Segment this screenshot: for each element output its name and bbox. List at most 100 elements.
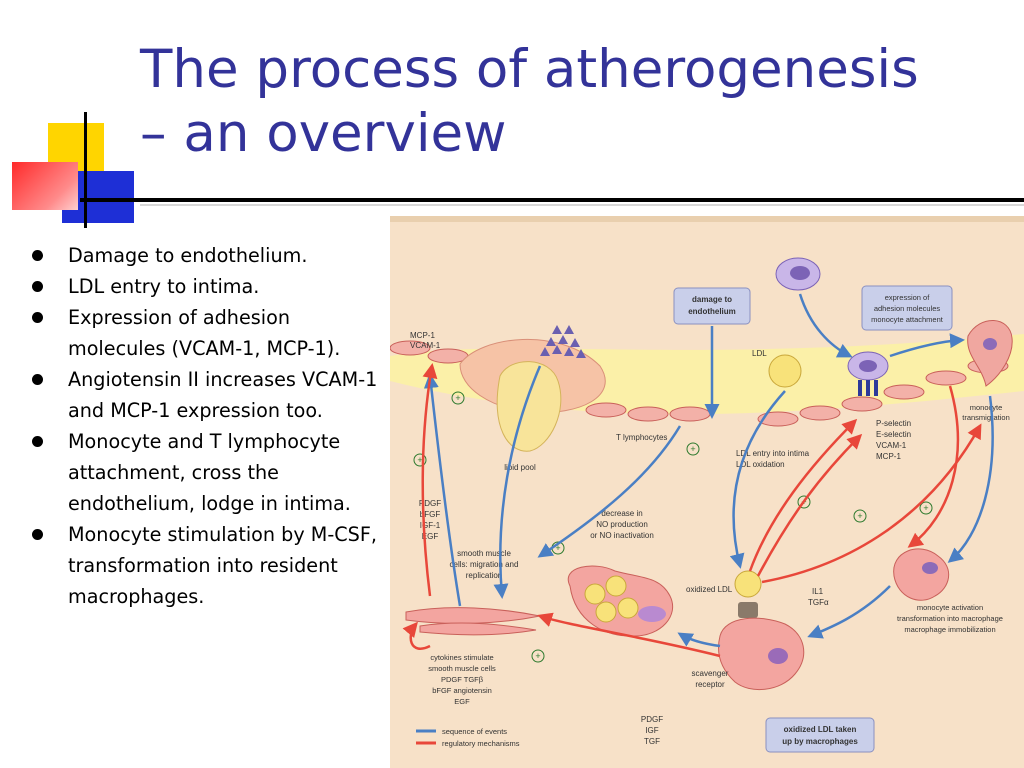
atherogenesis-diagram: damage to endothelium expression of adhe… xyxy=(390,216,1024,768)
bullet-text: Monocyte stimulation by M-CSF, transform… xyxy=(68,523,377,608)
transmigrating-monocyte-nucleus-icon xyxy=(983,338,997,350)
expression-label-2: adhesion molecules xyxy=(874,304,941,313)
cyto-label-4: bFGF angiotensin xyxy=(432,686,492,695)
svg-text:+: + xyxy=(535,651,540,661)
macrophage-nucleus-icon xyxy=(768,648,788,664)
bullet-dot-icon xyxy=(32,250,43,261)
regulatory-arrows xyxy=(402,363,982,658)
tgfa-label: TGFα xyxy=(808,598,829,607)
legend-blue-label: sequence of events xyxy=(442,727,507,736)
smc-label-3: replication xyxy=(466,571,502,580)
macrophage-icon xyxy=(718,617,805,691)
expression-label-1: expression of xyxy=(885,293,931,302)
bullet-dot-icon xyxy=(32,281,43,292)
title-underline-shadow xyxy=(140,204,1024,206)
bullet-dot-icon xyxy=(32,312,43,323)
mcp1b-label: MCP-1 xyxy=(876,452,901,461)
svg-text:+: + xyxy=(417,455,422,465)
expression-label-3: monocyte attachment xyxy=(871,315,944,324)
bullet-list: Damage to endothelium. LDL entry to inti… xyxy=(26,240,382,612)
title-line-1: The process of atherogenesis xyxy=(140,39,919,100)
eselectin-label: E-selectin xyxy=(876,430,911,439)
bullet-item: Angiotensin II increases VCAM-1 and MCP-… xyxy=(26,364,382,426)
transmigrating-monocyte-icon xyxy=(967,320,1013,387)
activated-monocyte-nucleus-icon xyxy=(922,562,938,574)
sequence-arrows xyxy=(423,293,994,648)
activated-monocyte-icon xyxy=(893,548,949,601)
lipid-pool-shape xyxy=(496,361,562,452)
cyto-label-1: cytokines stimulate xyxy=(430,653,493,662)
egf-label: EGF xyxy=(422,532,439,541)
igf2-label: IGF xyxy=(645,726,658,735)
title-line-2: – an overview xyxy=(140,103,507,164)
tgf2-label: TGF xyxy=(644,737,660,746)
ldl-entry-label-2: LDL oxidation xyxy=(736,460,785,469)
bullet-item: Monocyte and T lymphocyte attachment, cr… xyxy=(26,426,382,519)
damage-box xyxy=(673,287,751,325)
scavenger-receptor-icon xyxy=(738,602,758,618)
decrease-label-3: or NO inactivation xyxy=(590,531,654,540)
cyto-label-3: PDGF TGFβ xyxy=(441,675,484,684)
monocyte-nucleus-icon xyxy=(790,266,810,280)
svg-text:+: + xyxy=(857,511,862,521)
bullet-item: Monocyte stimulation by M-CSF, transform… xyxy=(26,519,382,612)
svg-text:+: + xyxy=(455,393,460,403)
mono-act-label-2: transformation into macrophage xyxy=(897,614,1003,623)
svg-text:+: + xyxy=(690,444,695,454)
svg-text:+: + xyxy=(923,503,928,513)
vcam1-label: VCAM-1 xyxy=(410,341,441,350)
bullet-item: Expression of adhesion molecules (VCAM-1… xyxy=(26,302,382,364)
mono-act-label-3: macrophage immobilization xyxy=(904,625,995,634)
bullet-dot-icon xyxy=(32,436,43,447)
damage-label-2: endothelium xyxy=(688,307,736,316)
bullet-text: LDL entry to intima. xyxy=(68,275,260,298)
pdgf-label: PDGF xyxy=(419,499,441,508)
smooth-muscle-cells-icon xyxy=(405,607,541,636)
oxidized-ldl-icon xyxy=(734,570,762,598)
decrease-label-2: NO production xyxy=(596,520,648,529)
foam-cell-lipid-droplets xyxy=(584,575,639,623)
bullet-dot-icon xyxy=(32,529,43,540)
expression-box xyxy=(861,285,953,331)
lipid-pool-label: lipid pool xyxy=(504,463,536,472)
bullet-item: LDL entry to intima. xyxy=(26,271,382,302)
bullet-text: Monocyte and T lymphocyte attachment, cr… xyxy=(68,430,351,515)
diagram-page-edge xyxy=(390,216,1024,222)
igf1-label: IGF-1 xyxy=(420,521,441,530)
cyto-label-2: smooth muscle cells xyxy=(428,664,496,673)
smc-label-2: cells: migration and xyxy=(450,560,519,569)
mono-act-label-1: monocyte activation xyxy=(917,603,983,612)
monocyte-cluster xyxy=(540,325,586,358)
decor-red-square xyxy=(12,162,78,210)
bullet-item: Damage to endothelium. xyxy=(26,240,382,271)
decrease-label-1: decrease in xyxy=(601,509,642,518)
decor-vertical-line xyxy=(84,112,87,228)
bullet-text: Angiotensin II increases VCAM-1 and MCP-… xyxy=(68,368,378,422)
foam-cell-nucleus-icon xyxy=(638,606,666,622)
cyto-label-5: EGF xyxy=(454,697,470,706)
adhesion-molecules-icon xyxy=(858,380,878,396)
damage-label-1: damage to xyxy=(692,295,732,304)
monocyte-transmigration-label-1: monocyte xyxy=(970,403,1003,412)
page-title: The process of atherogenesis – an overvi… xyxy=(140,38,1020,166)
monocyte-transmigration-label-2: transmigration xyxy=(962,413,1010,422)
pdgf2-label: PDGF xyxy=(641,715,663,724)
t-lymphocytes-label: T lymphocytes xyxy=(616,433,667,442)
oxidized-ldl-label: oxidized LDL xyxy=(686,585,733,594)
title-underline xyxy=(80,198,1024,202)
scavenger-label-2: receptor xyxy=(695,680,725,689)
pselectin-label: P-selectin xyxy=(876,419,911,428)
vcam1b-label: VCAM-1 xyxy=(876,441,907,450)
mcp1-label: MCP-1 xyxy=(410,331,435,340)
oxldl-uptake-label-2: up by macrophages xyxy=(782,737,858,746)
ldl-particle-icon xyxy=(768,354,802,388)
bfgf-label: bFGF xyxy=(420,510,441,519)
attaching-monocyte-nucleus-icon xyxy=(859,360,877,372)
bullet-text: Damage to endothelium. xyxy=(68,244,308,267)
ldl-label: LDL xyxy=(752,349,767,358)
bullet-text: Expression of adhesion molecules (VCAM-1… xyxy=(68,306,341,360)
smc-label-1: smooth muscle xyxy=(457,549,511,558)
svg-text:+: + xyxy=(555,543,560,553)
il1-label: IL1 xyxy=(812,587,824,596)
legend-red-label: regulatory mechanisms xyxy=(442,739,520,748)
